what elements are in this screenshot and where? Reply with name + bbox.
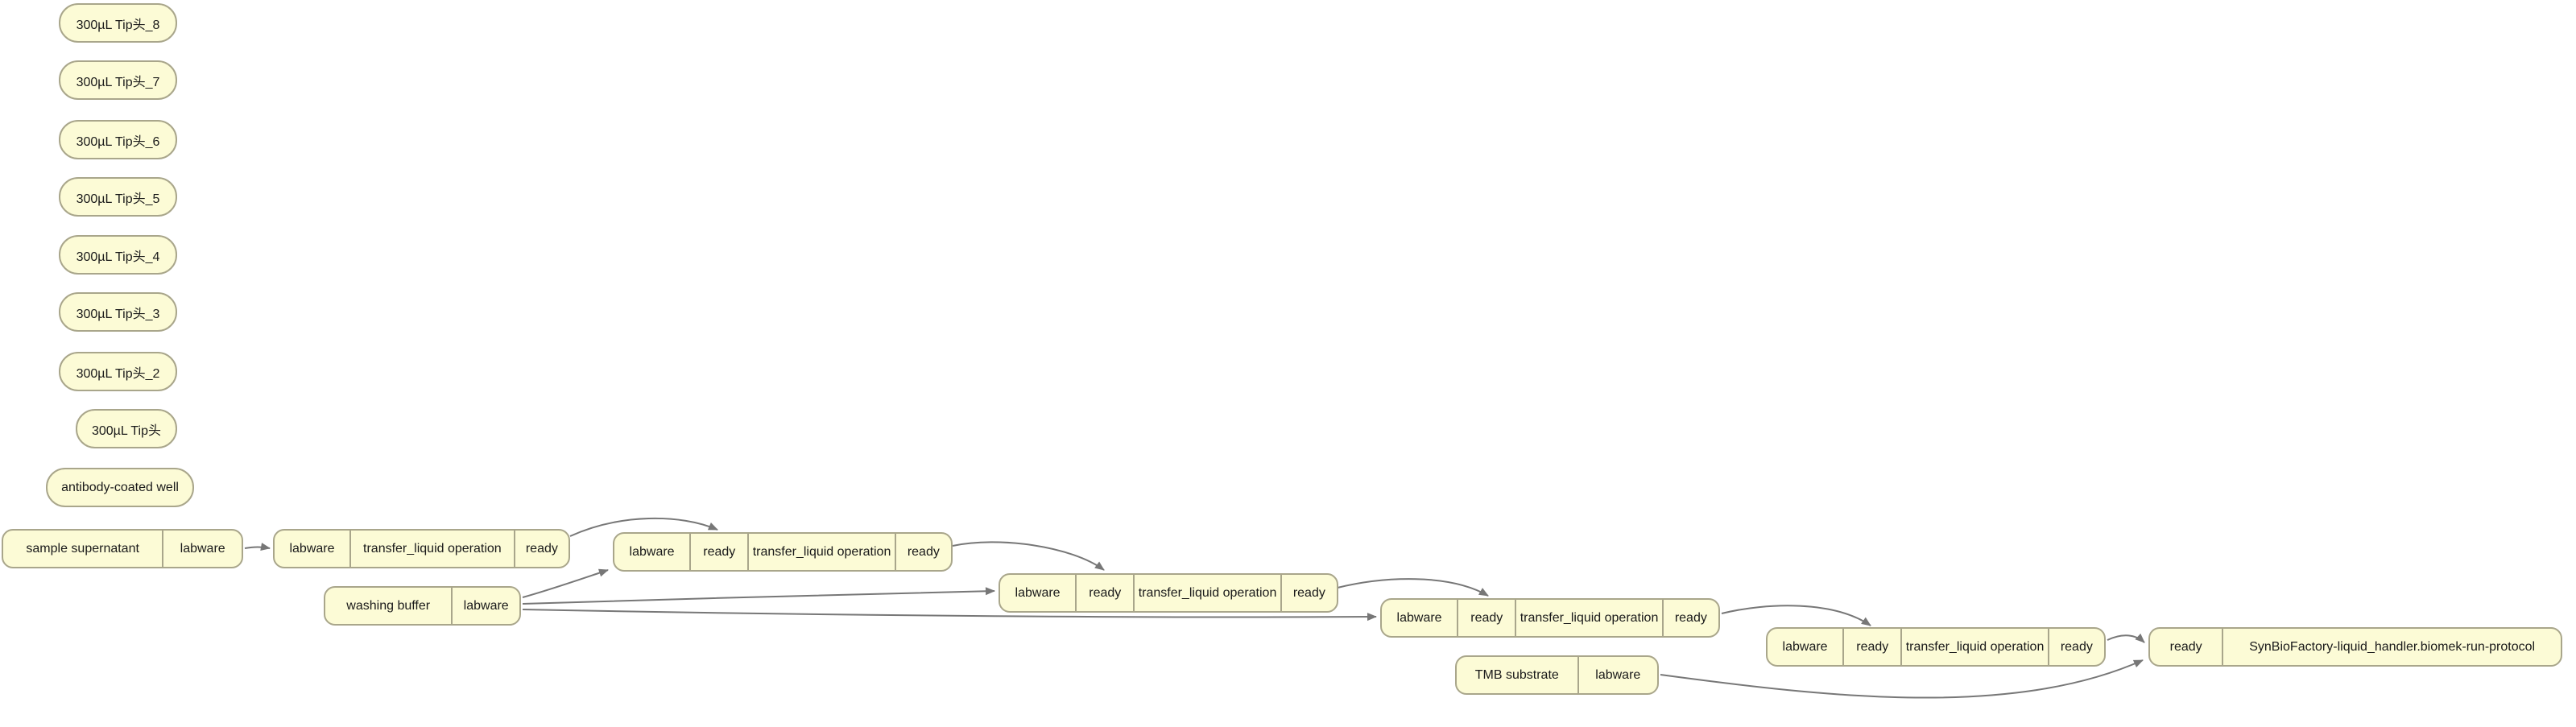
node-field: labware: [162, 531, 242, 567]
node-field: ready: [513, 531, 569, 567]
node-tmb-substrate: TMB substrate labware: [1455, 655, 1659, 695]
node-label: 300µL Tip头_6: [76, 134, 160, 149]
node-label: 300µL Tip头: [91, 423, 161, 438]
node-field: ready: [2047, 629, 2104, 665]
node-field: ready: [1842, 629, 1900, 665]
node-tip-1: 300µL Tip头: [76, 409, 177, 448]
edge-transfer-op-3-to-transfer-op-4: [1337, 578, 1489, 597]
node-tip-6: 300µL Tip头_6: [59, 120, 177, 159]
node-field: labware: [289, 541, 335, 556]
node-field: ready: [689, 534, 747, 570]
node-washing-buffer: washing buffer labware: [324, 586, 521, 626]
node-antibody-coated-well: antibody-coated well: [46, 468, 194, 507]
node-field: SynBioFactory-liquid_handler.biomek-run-…: [2222, 629, 2561, 665]
node-field: ready: [1457, 600, 1515, 636]
node-field: transfer_liquid operation: [1133, 575, 1280, 611]
edge-washing-buffer-to-transfer-op-2: [522, 568, 609, 598]
node-label: 300µL Tip头_3: [76, 307, 160, 321]
edge-sample-supernatant-to-transfer-op-1: [244, 543, 271, 551]
node-tip-3: 300µL Tip头_3: [59, 292, 177, 332]
edge-transfer-op-5-to-run-protocol: [2107, 633, 2145, 643]
edge-transfer-op-4-to-transfer-op-5: [1721, 605, 1871, 626]
node-field: TMB substrate: [1474, 667, 1559, 682]
edge-washing-buffer-to-transfer-op-3: [522, 587, 995, 605]
node-label: antibody-coated well: [61, 480, 179, 494]
node-tip-7: 300µL Tip头_7: [59, 60, 177, 100]
node-field: transfer_liquid operation: [747, 534, 894, 570]
node-tip-2: 300µL Tip头_2: [59, 352, 177, 391]
node-field: ready: [2169, 639, 2202, 654]
node-label: 300µL Tip头_5: [76, 192, 160, 206]
node-label: 300µL Tip头_2: [76, 366, 160, 381]
node-tip-5: 300µL Tip头_5: [59, 177, 177, 217]
node-field: labware: [1782, 639, 1828, 654]
node-field: sample supernatant: [26, 541, 139, 556]
node-run-protocol: ready SynBioFactory-liquid_handler.biomek…: [2148, 627, 2562, 667]
node-field: labware: [1577, 657, 1657, 693]
node-field: transfer_liquid operation: [1900, 629, 2047, 665]
edge-transfer-op-2-to-transfer-op-3: [952, 541, 1105, 571]
node-field: ready: [1661, 600, 1718, 636]
node-field: transfer_liquid operation: [1515, 600, 1661, 636]
node-tip-8: 300µL Tip头_8: [59, 3, 177, 43]
node-field: labware: [629, 544, 675, 559]
node-tip-4: 300µL Tip头_4: [59, 235, 177, 275]
node-field: transfer_liquid operation: [349, 531, 514, 567]
node-field: ready: [1075, 575, 1133, 611]
node-field: labware: [451, 588, 519, 624]
node-field: ready: [894, 534, 951, 570]
node-label: 300µL Tip头_8: [76, 18, 160, 32]
node-field: ready: [1280, 575, 1337, 611]
node-sample-supernatant: sample supernatant labware: [2, 529, 243, 568]
node-label: 300µL Tip头_4: [76, 250, 160, 264]
node-field: labware: [1015, 585, 1061, 600]
node-field: labware: [1396, 610, 1442, 625]
node-field: washing buffer: [346, 598, 431, 613]
node-label: 300µL Tip头_7: [76, 75, 160, 89]
